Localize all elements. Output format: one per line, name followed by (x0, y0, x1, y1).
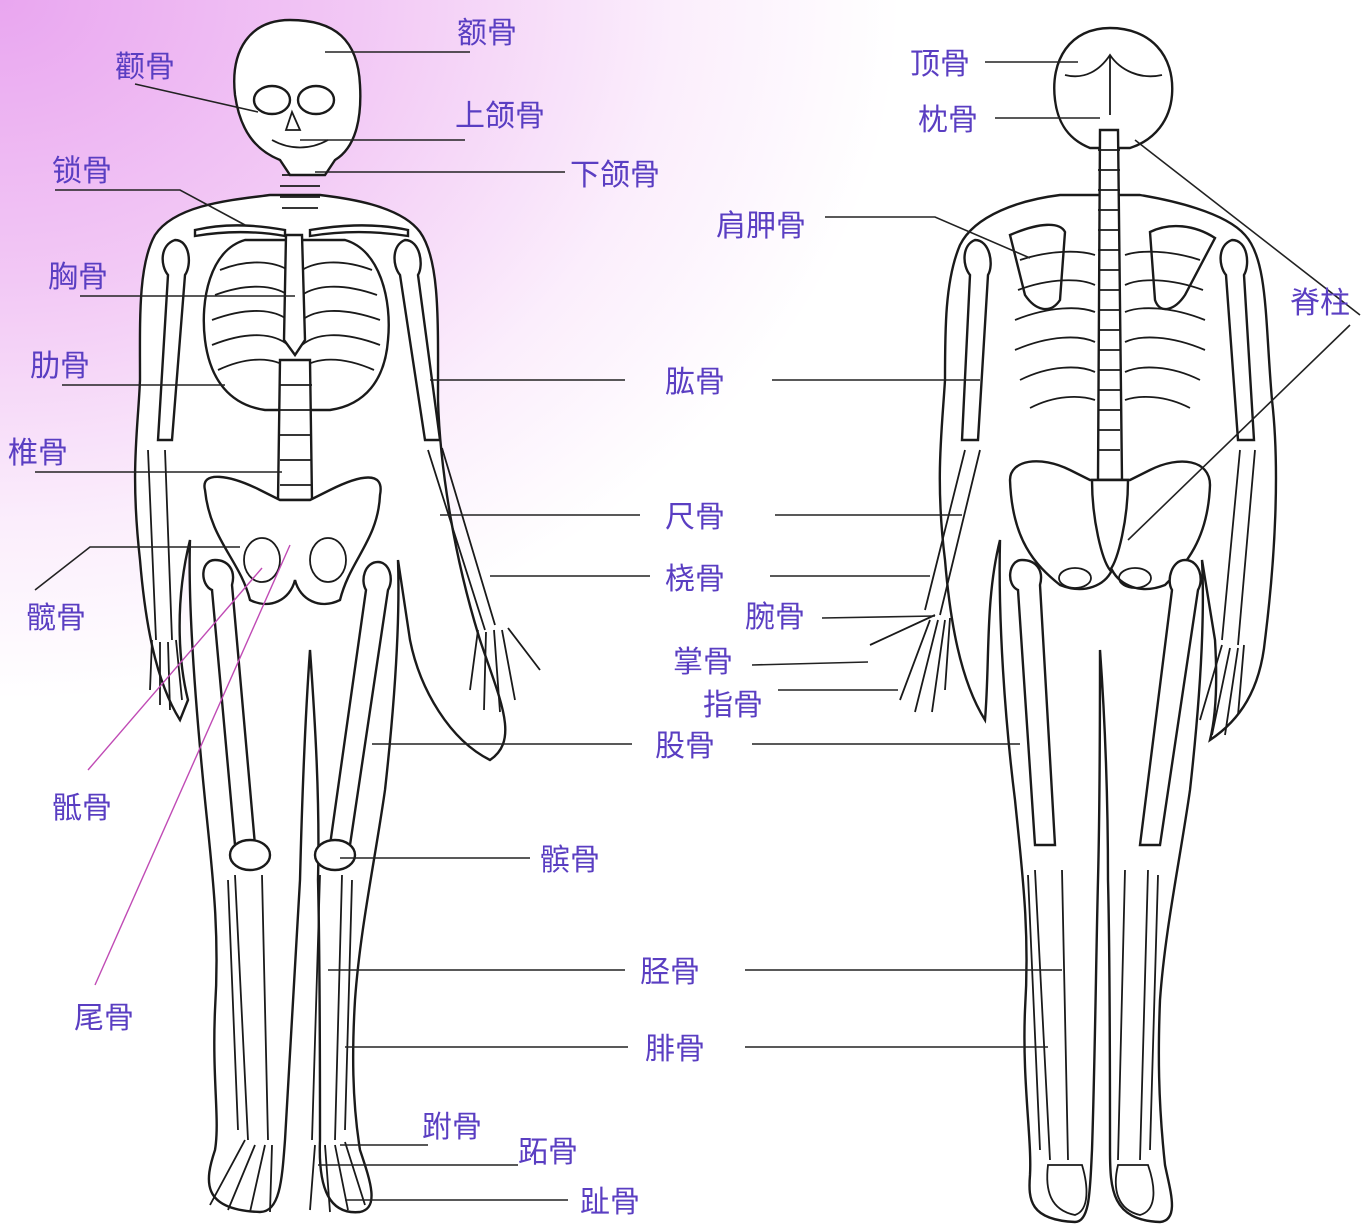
leader-metacarpals (752, 662, 868, 665)
label-clavicle: 锁骨 (52, 154, 112, 189)
label-maxilla: 上颌骨 (455, 99, 545, 134)
label-sternum: 胸骨 (48, 260, 108, 295)
label-coccyx: 尾骨 (74, 1001, 134, 1036)
front-eye-left (254, 86, 290, 114)
front-patella-right (315, 840, 355, 870)
label-fibula: 腓骨 (645, 1032, 705, 1067)
front-patella-left (230, 840, 270, 870)
label-mandible: 下颌骨 (570, 158, 660, 193)
label-tarsals: 跗骨 (422, 1110, 482, 1145)
label-sacrum: 骶骨 (52, 791, 112, 826)
label-zygomatic: 颧骨 (115, 50, 175, 85)
label-patella: 髌骨 (540, 843, 600, 878)
front-sternum (284, 235, 305, 355)
label-radius: 桡骨 (665, 562, 725, 597)
label-occipital: 枕骨 (918, 103, 978, 138)
label-metacarpals: 掌骨 (673, 645, 733, 680)
label-tibia: 胫骨 (640, 955, 700, 990)
label-parietal: 顶骨 (910, 47, 970, 82)
front-eye-right (298, 86, 334, 114)
label-vertebrae: 椎骨 (8, 436, 68, 471)
back-hand-left (870, 615, 950, 712)
label-spine: 脊柱 (1290, 286, 1350, 321)
label-ribs: 肋骨 (30, 349, 90, 384)
leader-carpals (822, 616, 935, 618)
label-femur: 股骨 (655, 729, 715, 764)
label-metatarsals: 跖骨 (518, 1135, 578, 1170)
label-hip: 髋骨 (26, 601, 86, 636)
label-carpals: 腕骨 (745, 600, 805, 635)
label-humerus: 肱骨 (665, 365, 725, 400)
back-skeleton (870, 28, 1276, 1222)
label-phalanges: 指骨 (703, 688, 763, 723)
label-scapula: 肩胛骨 (716, 209, 806, 244)
label-ulna: 尺骨 (665, 500, 725, 535)
front-lumbar (278, 360, 312, 500)
back-spine (1098, 130, 1122, 480)
label-toes: 趾骨 (580, 1185, 640, 1220)
label-frontal: 额骨 (457, 16, 517, 51)
